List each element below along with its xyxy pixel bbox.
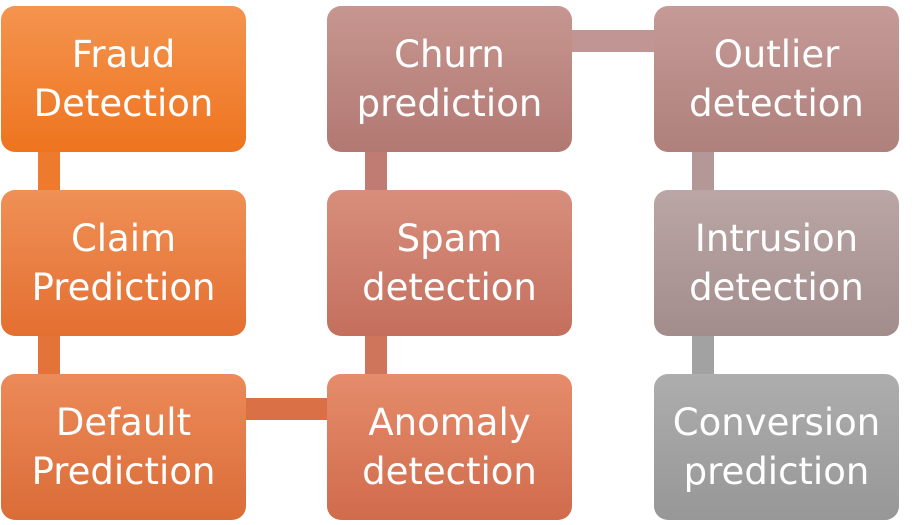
conversion-prediction-box: Conversion prediction [654,374,899,520]
connector-default-anomaly [244,398,329,420]
intrusion-detection-box: Intrusion detection [654,190,899,336]
fraud-detection-box: Fraud Detection [1,6,246,152]
connector-outlier-intrusion [692,150,714,192]
churn-prediction-box: Churn prediction [327,6,572,152]
box-label: Default Prediction [31,401,216,493]
box-label: Churn prediction [356,33,543,125]
box-label: Conversion prediction [672,401,881,493]
anomaly-detection-box: Anomaly detection [327,374,572,520]
default-prediction-box: Default Prediction [1,374,246,520]
connector-spam-churn [365,150,387,192]
outlier-detection-box: Outlier detection [654,6,899,152]
box-label: Fraud Detection [33,33,214,125]
box-label: Intrusion detection [689,217,864,309]
box-label: Claim Prediction [31,217,216,309]
connector-fraud-claim [38,150,60,192]
connector-churn-outlier [570,30,656,52]
connector-anomaly-spam [365,334,387,376]
spam-detection-box: Spam detection [327,190,572,336]
claim-prediction-box: Claim Prediction [1,190,246,336]
connector-claim-default [38,334,60,376]
box-label: Spam detection [362,217,537,309]
box-label: Anomaly detection [362,401,537,493]
connector-intrusion-conversion [692,334,714,376]
box-label: Outlier detection [689,33,864,125]
